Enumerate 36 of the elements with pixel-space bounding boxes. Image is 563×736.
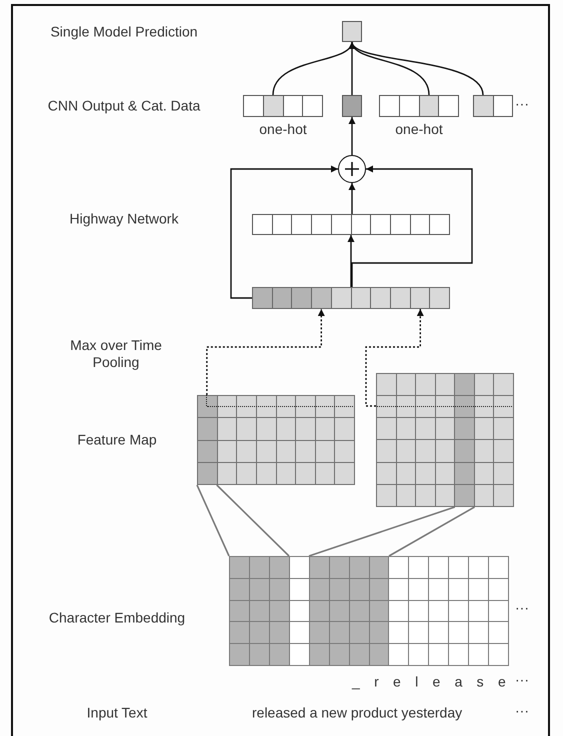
vector-caption: one-hot: [259, 121, 307, 138]
row-label: Feature Map: [77, 432, 157, 448]
ellipsis: ···: [515, 672, 529, 688]
row-label: Input Text: [86, 704, 148, 722]
row-label: Single Model Prediction: [50, 24, 198, 40]
categorical-vector: [473, 95, 513, 117]
one-hot-vector: [243, 95, 323, 117]
pooled-vector-bar: [252, 287, 450, 309]
arrow: [348, 235, 354, 287]
row-label: Highway Network: [70, 210, 178, 228]
connector-line: [196, 484, 290, 557]
arrow: [348, 117, 356, 155]
arrow: [230, 166, 338, 299]
cnn-output-cell: [342, 95, 362, 117]
feature-map-grid: [197, 395, 355, 485]
highway-layer-bar: [252, 214, 450, 235]
ellipsis: ···: [515, 702, 529, 720]
arrow: [348, 183, 356, 214]
dotted-arrow: [365, 309, 424, 407]
character-sequence: _ r e l e a s e: [352, 674, 511, 690]
vector-caption: one-hot: [395, 121, 443, 138]
embedding-matrix-grid: [229, 556, 509, 666]
feature-map-grid: [376, 373, 514, 507]
dotted-arrow: [206, 309, 325, 395]
input-sentence: released a new product yesterday: [252, 704, 462, 722]
row-label: Character Embedding: [48, 610, 186, 626]
one-hot-vector: [379, 95, 459, 117]
arrow: [272, 42, 354, 96]
arrow: [351, 166, 473, 287]
connector-line: [308, 506, 476, 557]
row-label: CNN Output & Cat. Data: [48, 98, 200, 114]
row-label: Max over Time Pooling: [69, 337, 163, 371]
prediction-box: [342, 21, 362, 42]
arrow: [351, 42, 484, 96]
ellipsis: ···: [515, 96, 529, 112]
ellipsis: ···: [515, 600, 529, 616]
